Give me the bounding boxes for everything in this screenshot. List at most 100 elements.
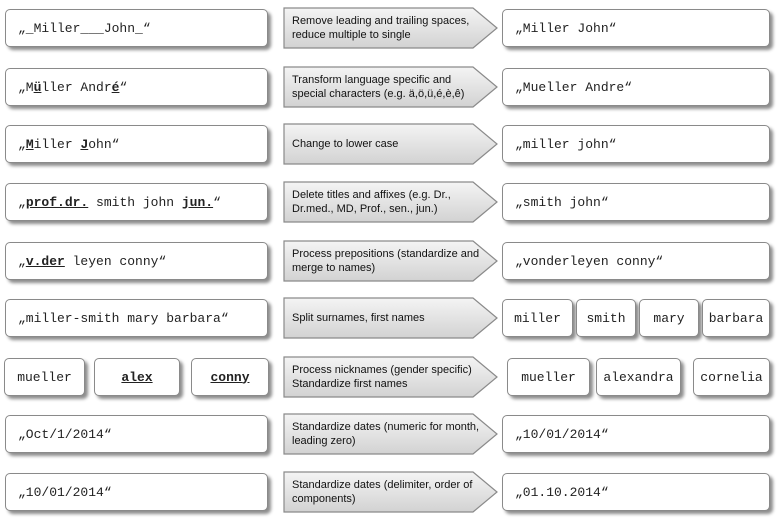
text-segment: „smith john“ (515, 194, 609, 210)
text-segment: „miller-smith mary barbara“ (18, 310, 229, 326)
highlighted-text: prof.dr. (25, 194, 89, 210)
output-box: „miller john“ (502, 125, 770, 163)
step-row: mueller alex conny Process nicknames (gende… (0, 356, 778, 398)
text-segment: „_Miller___John_“ (18, 20, 151, 36)
text-segment: „ (18, 136, 26, 152)
operation-arrow: Standardize dates (delimiter, order of c… (283, 471, 500, 513)
operation-arrow: Process prepositions (standardize and me… (283, 240, 500, 282)
text-segment: smith (586, 310, 626, 326)
highlighted-text: v.der (25, 253, 65, 269)
text-segment: „ (18, 194, 26, 210)
output-token-box: miller (502, 299, 573, 337)
arrow-shape (283, 181, 498, 223)
arrow-shape (283, 356, 498, 398)
operation-label: Remove leading and trailing spaces, redu… (292, 15, 470, 41)
text-segment: „Mueller Andre“ (515, 79, 633, 95)
text-segment: mueller (521, 369, 576, 385)
text-segment: “ (119, 79, 128, 95)
text-segment: “ (213, 194, 221, 210)
arrow-shape (283, 471, 498, 513)
operation-arrow: Change to lower case (283, 123, 500, 165)
input-box: „10/01/2014“ (5, 473, 268, 511)
text-segment: „miller john“ (515, 136, 617, 152)
text-segment: leyen conny“ (64, 253, 167, 269)
text-segment: „Miller John“ (515, 20, 617, 36)
operation-label: Standardize dates (delimiter, order of c… (292, 479, 473, 505)
operation-label: Transform language specific and special … (292, 74, 465, 100)
input-box: „Oct/1/2014“ (5, 415, 268, 453)
operation-arrow: Standardize dates (numeric for month, le… (283, 413, 500, 455)
text-segment: „10/01/2014“ (18, 484, 112, 500)
operation-label: Split surnames, first names (292, 312, 425, 324)
input-box: „v.der leyen conny“ (5, 242, 268, 280)
text-segment: smith john (88, 194, 182, 210)
text-segment: barbara (708, 310, 764, 326)
step-row: „Oct/1/2014“ Standardize dates (numeric f… (0, 413, 778, 455)
arrow-shape (283, 66, 498, 108)
highlighted-text: conny (210, 369, 250, 385)
arrow-shape (283, 123, 498, 165)
input-box: „miller-smith mary barbara“ (5, 299, 268, 337)
output-box: „10/01/2014“ (502, 415, 770, 453)
output-box: „smith john“ (502, 183, 770, 221)
step-row: „_Miller___John_“ Remove leading and trai… (0, 7, 778, 49)
text-segment: cornelia (700, 369, 763, 385)
step-row: „10/01/2014“ Standardize dates (delimiter… (0, 471, 778, 513)
text-segment: „01.10.2014“ (515, 484, 609, 500)
step-row: „v.der leyen conny“ Process prepositions … (0, 240, 778, 282)
text-segment: „vonderleyen conny“ (515, 253, 664, 269)
operation-label: Standardize dates (numeric for month, le… (292, 421, 480, 447)
text-segment: mary (653, 310, 685, 326)
arrow-shape (283, 240, 498, 282)
operation-arrow: Split surnames, first names (283, 297, 500, 339)
text-segment: „M (18, 79, 34, 95)
operation-arrow: Transform language specific and special … (283, 66, 500, 108)
operation-arrow: Delete titles and affixes (e.g. Dr., Dr.… (283, 181, 500, 223)
text-segment: „10/01/2014“ (515, 426, 609, 442)
highlighted-text: é (111, 79, 120, 95)
text-segment: miller (514, 310, 561, 326)
step-row: „miller-smith mary barbara“ Split surname… (0, 297, 778, 339)
input-token-box: alex (94, 358, 180, 396)
operation-arrow: Remove leading and trailing spaces, redu… (283, 7, 500, 49)
output-token-box: smith (576, 299, 636, 337)
arrow-shape (283, 413, 498, 455)
highlighted-text: M (25, 136, 34, 152)
text-segment: ohn“ (88, 136, 120, 152)
text-segment: mueller (17, 369, 72, 385)
text-segment: ller Andr (41, 79, 112, 95)
text-segment: „ (18, 253, 26, 269)
output-box: „Mueller Andre“ (502, 68, 770, 106)
text-segment: iller (33, 136, 81, 152)
highlighted-text: ü (33, 79, 42, 95)
operation-label: Change to lower case (292, 138, 399, 150)
output-box: „Miller John“ (502, 9, 770, 47)
arrow-shape (283, 7, 498, 49)
operation-label: Process nicknames (gender specific) Stan… (292, 364, 472, 390)
operation-label: Delete titles and affixes (e.g. Dr., Dr.… (292, 189, 451, 215)
output-token-box: alexandra (596, 358, 681, 396)
output-token-box: mary (639, 299, 699, 337)
highlighted-text: J (80, 136, 89, 152)
highlighted-text: jun. (181, 194, 214, 210)
output-token-box: barbara (702, 299, 770, 337)
operation-label: Process prepositions (standardize and me… (292, 248, 480, 274)
input-box: „_Miller___John_“ (5, 9, 268, 47)
output-box: „vonderleyen conny“ (502, 242, 770, 280)
output-box: „01.10.2014“ (502, 473, 770, 511)
output-token-box: cornelia (693, 358, 770, 396)
text-segment: „Oct/1/2014“ (18, 426, 112, 442)
arrow-shape (283, 297, 498, 339)
input-box: „prof.dr. smith john jun.“ (5, 183, 268, 221)
step-row: „prof.dr. smith john jun.“ Delete titles … (0, 181, 778, 223)
text-segment: alexandra (603, 369, 674, 385)
operation-arrow: Process nicknames (gender specific) Stan… (283, 356, 500, 398)
highlighted-text: alex (121, 369, 153, 385)
input-token-box: conny (191, 358, 269, 396)
output-token-box: mueller (507, 358, 590, 396)
input-token-box: mueller (4, 358, 85, 396)
